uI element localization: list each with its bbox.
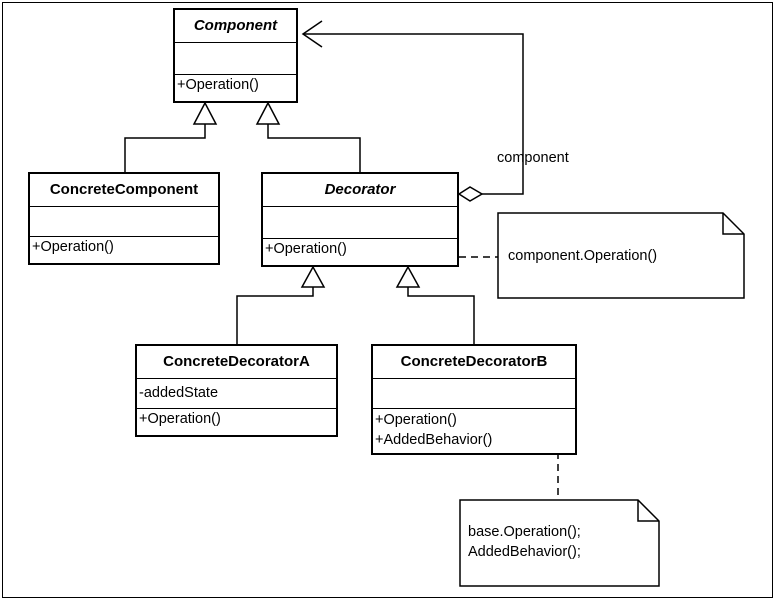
note-decorator-text: component.Operation() xyxy=(508,246,657,266)
class-concrete-decorator-a[interactable]: ConcreteDecoratorA -addedState +Operatio… xyxy=(135,344,338,437)
aggregation-component xyxy=(301,20,524,202)
class-concrete-decorator-a-attributes: -addedState xyxy=(137,378,336,408)
generalization-decorator xyxy=(255,101,361,172)
class-component-attributes xyxy=(175,42,296,74)
class-decorator-name: Decorator xyxy=(324,181,396,198)
operation-item: +Operation() xyxy=(32,239,114,255)
operation-item: +Operation() xyxy=(375,412,457,428)
class-decorator[interactable]: Decorator +Operation() xyxy=(261,172,459,267)
class-component-name: Component xyxy=(193,17,278,34)
class-concrete-decorator-b-name: ConcreteDecoratorB xyxy=(400,353,548,370)
generalization-concrete-decorator-b xyxy=(395,265,475,344)
class-concrete-component-attributes xyxy=(30,206,218,236)
operation-item: +Operation() xyxy=(265,241,347,257)
class-concrete-component-name: ConcreteComponent xyxy=(49,181,199,198)
class-concrete-component-operations: +Operation() xyxy=(30,236,218,263)
note-line: base.Operation(); xyxy=(468,524,581,540)
class-decorator-operations: +Operation() xyxy=(263,238,457,265)
association-role-label: component xyxy=(497,150,569,166)
generalization-concrete-decorator-a xyxy=(236,265,326,344)
note-line: component.Operation() xyxy=(508,248,658,264)
class-decorator-attributes xyxy=(263,206,457,238)
class-concrete-decorator-b[interactable]: ConcreteDecoratorB +Operation() +AddedBe… xyxy=(371,344,577,455)
note-decorator-b-text: base.Operation(); AddedBehavior(); xyxy=(468,522,581,562)
class-concrete-decorator-b-attributes xyxy=(373,378,575,408)
operation-item: +AddedBehavior() xyxy=(375,432,493,448)
operation-item: +Operation() xyxy=(177,77,259,93)
note-line: AddedBehavior(); xyxy=(468,544,581,560)
class-concrete-decorator-b-operations: +Operation() +AddedBehavior() xyxy=(373,408,575,453)
operation-item: +Operation() xyxy=(139,411,221,427)
note-shape-decorator xyxy=(497,212,745,299)
class-concrete-decorator-a-operations: +Operation() xyxy=(137,408,336,435)
generalization-concrete-component xyxy=(124,101,218,172)
note-shape-decorator-b xyxy=(459,499,660,587)
class-concrete-component[interactable]: ConcreteComponent +Operation() xyxy=(28,172,220,265)
class-component[interactable]: Component +Operation() xyxy=(173,8,298,103)
class-component-operations: +Operation() xyxy=(175,74,296,101)
class-concrete-decorator-a-name: ConcreteDecoratorA xyxy=(163,353,310,370)
